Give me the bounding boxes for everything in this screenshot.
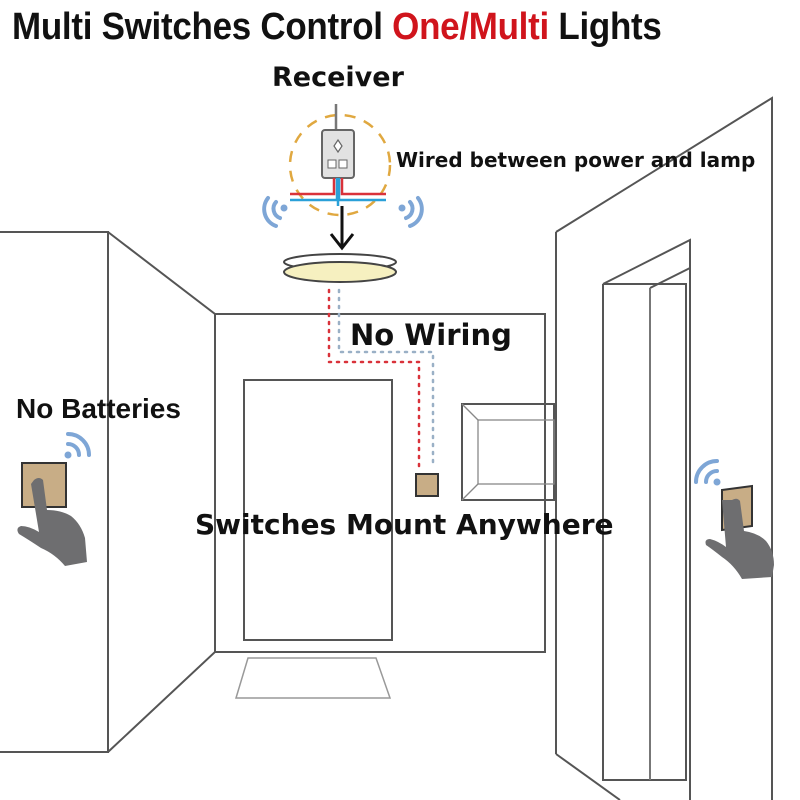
pointing-hand-icon — [705, 498, 774, 579]
page-title: Multi Switches Control One/Multi Lights — [12, 6, 662, 49]
right-doorway — [602, 238, 691, 800]
title-part-1: Multi Switches Control — [12, 6, 393, 48]
wifi-signal-icon — [64, 432, 91, 459]
left-wall — [0, 231, 109, 753]
wireless-path — [327, 288, 435, 470]
wall-switch-icon — [415, 473, 439, 497]
wifi-signal-icon — [262, 196, 424, 228]
arrow-down-icon — [329, 206, 355, 251]
ceiling-lamp-icon — [283, 253, 397, 283]
back-wall — [215, 313, 546, 653]
receiver-module-icon — [288, 104, 392, 217]
switches-mount-label: Switches Mount Anywhere — [195, 508, 614, 541]
left-switch — [17, 432, 91, 566]
right-switch — [694, 459, 774, 579]
right-wall — [555, 96, 773, 800]
no-wiring-label: No Wiring — [350, 318, 512, 352]
floor-mat — [234, 657, 392, 699]
title-part-2: Lights — [548, 6, 662, 48]
no-batteries-label: No Batteries — [16, 393, 181, 424]
title-highlight: One/Multi — [392, 6, 549, 48]
wifi-signal-icon — [694, 459, 721, 486]
room-lines — [0, 96, 773, 800]
wall-cabinet — [461, 403, 555, 501]
back-door — [243, 379, 393, 641]
receiver-label: Receiver — [272, 62, 404, 93]
pointing-hand-icon — [17, 478, 87, 566]
wired-label: Wired between power and lamp — [396, 148, 756, 172]
left-wall-side — [107, 231, 216, 753]
